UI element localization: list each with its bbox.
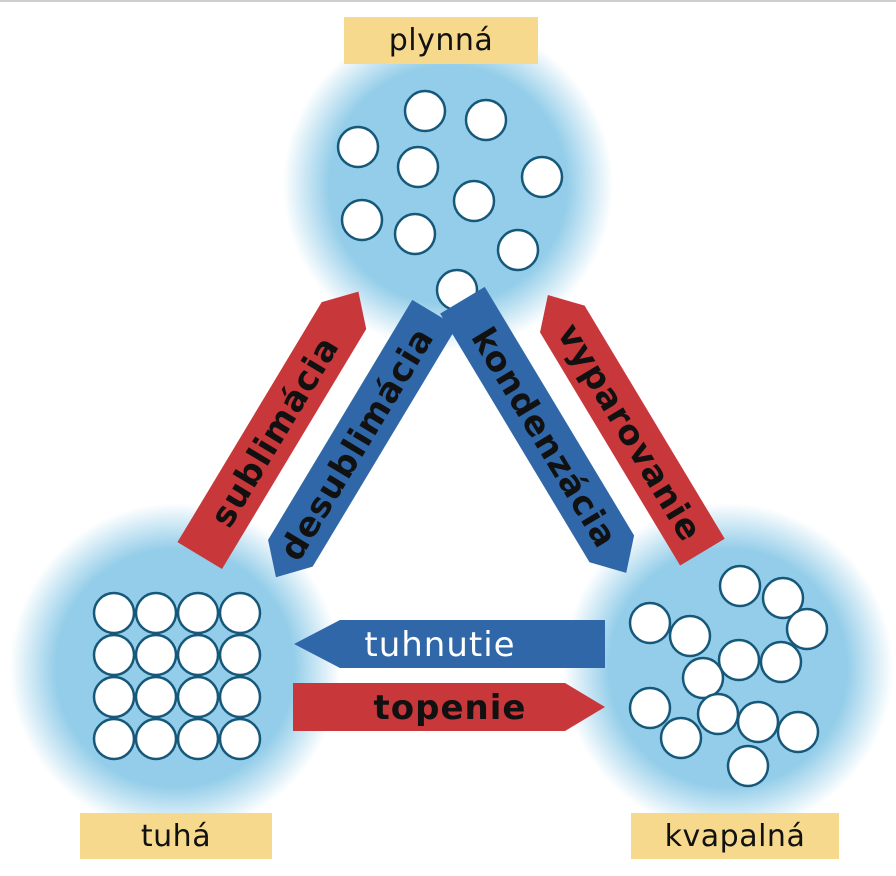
gas-state-label: plynná [344,17,538,64]
sublimation-arrow-shape [177,291,367,569]
liquid-particle [785,607,829,651]
solid-particle [176,633,220,677]
solid-state-label: tuhá [80,813,272,859]
melting-arrow: topenie [293,683,605,731]
gas-particle [520,155,564,199]
solid-particle [218,675,262,719]
liquid-particle [736,700,780,744]
melting-label: topenie [374,688,527,728]
gas-particles [336,89,564,312]
solid-particle [134,591,178,635]
solid-particle [218,633,262,677]
solid-particle [176,717,220,761]
liquid-particle [759,640,803,684]
solidification-label: tuhnutie [364,625,515,665]
solidification-arrow: tuhnutie [294,620,605,668]
solid-particle [92,591,136,635]
liquid-particle [659,716,703,760]
gas-particle [396,145,440,189]
melting-arrow-shape [293,683,605,731]
gas-state-bubble [283,20,613,350]
liquid-particle [696,692,740,736]
liquid-particle [628,601,672,645]
desublimation-arrow-shape [268,299,457,578]
gas-particle [464,98,508,142]
liquid-particle [717,638,761,682]
solid-particle [134,675,178,719]
gas-particle [496,228,540,272]
liquid-particle [668,614,712,658]
liquid-particles [628,564,829,788]
solid-particle [176,591,220,635]
liquid-particle [726,744,770,788]
solid-particles [92,591,262,761]
top-border-line [0,0,896,2]
liquid-particle [776,710,820,754]
gas-particle [403,89,447,133]
solid-particle [134,717,178,761]
solid-particle [218,717,262,761]
liquid-particle [718,564,762,608]
condensation-arrow-shape [440,286,635,573]
solid-particle [92,675,136,719]
solid-particle [176,675,220,719]
solid-particle [92,633,136,677]
solid-particle [134,633,178,677]
liquid-particle [761,576,805,620]
solid-particle [92,717,136,761]
liquid-particle [628,686,672,730]
solid-particle [218,591,262,635]
solidification-arrow-shape [294,620,605,668]
gas-particle [452,179,496,223]
liquid-state-label: kvapalná [631,813,839,859]
gas-particle [393,212,437,256]
evaporation-arrow-shape [540,294,725,566]
gas-particle [336,125,380,169]
gas-particle [340,198,384,242]
liquid-particle [681,656,725,700]
